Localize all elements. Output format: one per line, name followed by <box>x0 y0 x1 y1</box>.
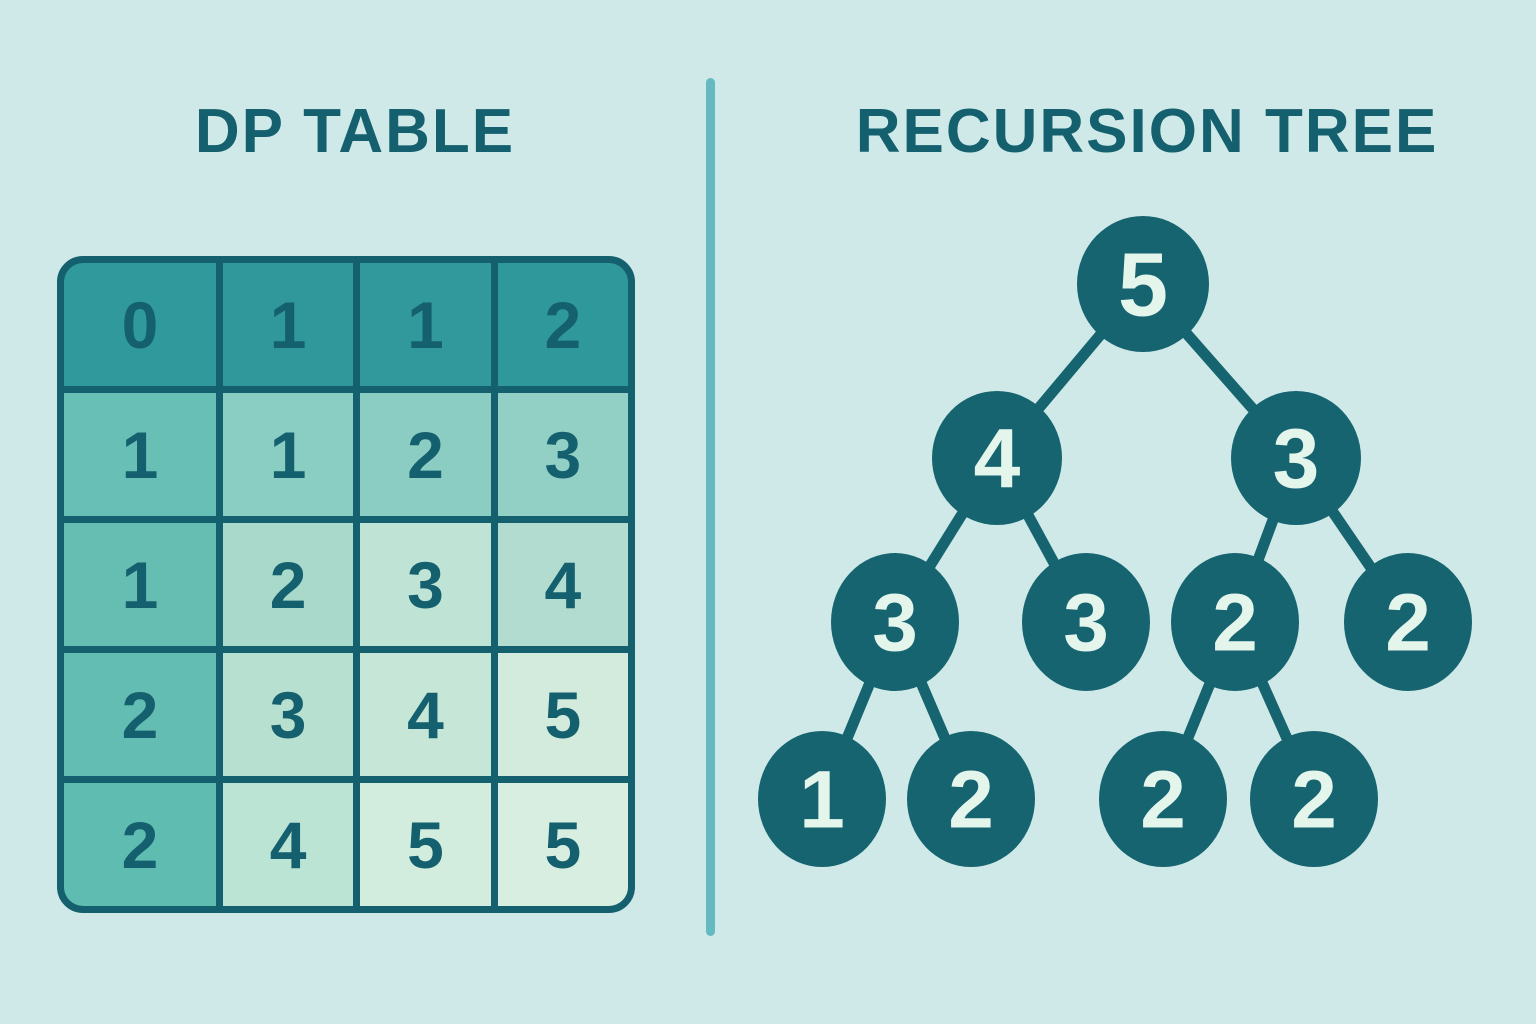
tree-node: 1 <box>758 731 886 867</box>
dp-table-cell: 2 <box>64 653 216 776</box>
tree-node: 3 <box>1231 391 1361 525</box>
tree-node: 4 <box>932 391 1062 525</box>
tree-node-value: 2 <box>1385 578 1431 669</box>
dp-table-cell: 4 <box>223 783 354 906</box>
tree-node-circle <box>1231 391 1361 525</box>
tree-node-value: 2 <box>1291 755 1337 846</box>
tree-node-circle <box>907 731 1035 867</box>
dp-table-cell: 2 <box>497 263 628 386</box>
tree-node-circle <box>1077 216 1209 352</box>
dp-table-cell: 5 <box>360 783 491 906</box>
tree-node: 2 <box>1171 553 1299 691</box>
dp-table-cell: 4 <box>360 653 491 776</box>
tree-node-circle <box>1344 553 1472 691</box>
panel-divider <box>706 78 715 936</box>
dp-table-cell: 1 <box>360 263 491 386</box>
dp-table-cell: 1 <box>223 263 354 386</box>
tree-node-circle <box>831 553 959 691</box>
dp-table-cell: 2 <box>360 393 491 516</box>
tree-node-value: 3 <box>1063 578 1109 669</box>
tree-node-circle <box>758 731 886 867</box>
tree-node-circle <box>1171 553 1299 691</box>
tree-node-circle <box>1099 731 1227 867</box>
tree-node-value: 5 <box>1118 236 1168 336</box>
tree-node-circle <box>1022 553 1150 691</box>
dp-table-cell: 1 <box>223 393 354 516</box>
tree-node-value: 1 <box>799 755 845 846</box>
dp-table-cell: 2 <box>64 783 216 906</box>
tree-node: 5 <box>1077 216 1209 352</box>
dp-table-cell: 5 <box>497 783 628 906</box>
dp-table-cell: 3 <box>360 523 491 646</box>
dp-table-cell: 3 <box>223 653 354 776</box>
recursion-tree-title: RECURSION TREE <box>855 97 1439 166</box>
tree-node: 2 <box>1250 731 1378 867</box>
dp-table-cell: 1 <box>64 393 216 516</box>
tree-node-value: 2 <box>1212 578 1258 669</box>
tree-node-circle <box>1250 731 1378 867</box>
tree-node: 3 <box>1022 553 1150 691</box>
dp-table-cell: 3 <box>497 393 628 516</box>
dp-table-cell: 4 <box>497 523 628 646</box>
dp-table-title: DP TABLE <box>194 97 516 166</box>
tree-node: 2 <box>1099 731 1227 867</box>
tree-node-value: 2 <box>948 755 994 846</box>
tree-node: 2 <box>907 731 1035 867</box>
dp-table-cell: 0 <box>64 263 216 386</box>
tree-node-value: 3 <box>1273 411 1320 505</box>
tree-node-value: 3 <box>872 578 918 669</box>
tree-node-value: 4 <box>974 411 1021 505</box>
tree-node: 3 <box>831 553 959 691</box>
dp-table-cell: 5 <box>497 653 628 776</box>
tree-node-value: 2 <box>1140 755 1186 846</box>
tree-node: 2 <box>1344 553 1472 691</box>
tree-node-circle <box>932 391 1062 525</box>
dp-table-cell: 1 <box>64 523 216 646</box>
dp-table-cell: 2 <box>223 523 354 646</box>
